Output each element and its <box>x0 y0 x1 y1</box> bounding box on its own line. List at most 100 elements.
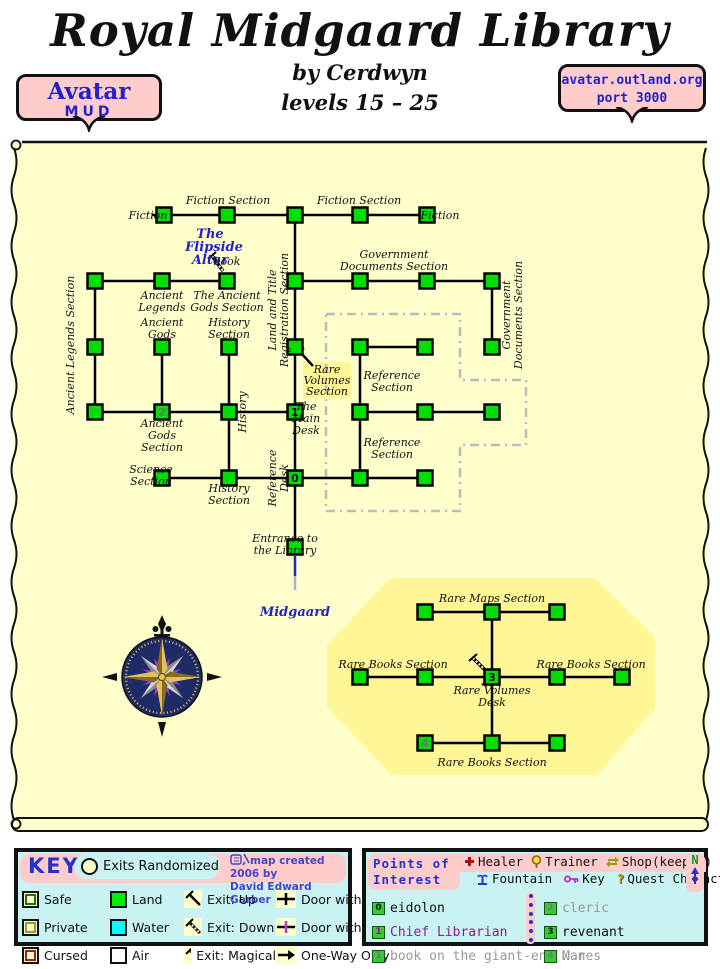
label-main-desk: Main <box>291 412 320 425</box>
level-range: levels 15 – 25 <box>281 90 439 115</box>
legend-healer: Healer <box>464 854 523 869</box>
label-fiction-section-2: Fiction Section <box>316 194 401 207</box>
label-history-hall: History <box>236 391 249 434</box>
label-history-section-bottom: History <box>207 482 250 495</box>
room-number-chip: 4 <box>544 949 557 963</box>
rare-volumes-desk-number: 3 <box>488 671 496 684</box>
room-number-chip: 1 <box>372 949 385 963</box>
label-entrance: Entrance to <box>251 532 318 545</box>
label-ancient-gods: Gods <box>148 328 176 341</box>
map-author: by Cerdwyn <box>292 60 428 85</box>
poi-entry-label: revenant <box>562 924 625 940</box>
air-room-icon <box>110 946 127 964</box>
legend-fountain: Fountain <box>476 871 552 886</box>
key-item-label: Air <box>132 947 150 963</box>
key-item-label: Water <box>132 919 169 935</box>
label-book-exit: book <box>214 255 241 268</box>
healer-icon <box>465 857 474 866</box>
compass-ornaments <box>102 615 222 737</box>
main-desk-number: 1 <box>291 406 299 419</box>
label-rare-books-bottom: Rare Books Section <box>436 756 546 769</box>
label-land-and-title: Registration Section <box>278 253 291 368</box>
label-history-section-top: Section <box>208 328 250 341</box>
cursed-room-icon <box>22 946 39 964</box>
reference-desk-number: 0 <box>291 472 299 485</box>
label-ancient-gods-section: Ancient <box>140 417 184 430</box>
reference-area-dashed-border <box>324 312 528 513</box>
poi-entry-revenant: 3 revenant <box>544 920 625 944</box>
label-ancient-legends-section: Ancient Legends Section <box>64 276 77 416</box>
key-item-land: Land <box>110 890 184 908</box>
legend-label: Healer <box>478 854 524 869</box>
label-science-section: Science <box>129 463 173 476</box>
room-numbers: 1 0 2 3 4 <box>158 406 496 750</box>
poi-title-line-1: Points of <box>373 856 450 871</box>
label-ancient-gods-section: Section <box>141 441 183 454</box>
label-history-section-bottom: Section <box>208 494 250 507</box>
label-midgaard: Midgaard <box>259 605 330 620</box>
key-item-cursed: Cursed <box>22 946 110 964</box>
poi-legend-row-1: Healer Trainer Shop(keeper) $ Bank(er) <box>464 854 720 869</box>
label-flipside-altar: Altar <box>190 253 229 268</box>
legend-label: Quest Character/Item <box>627 871 720 886</box>
credit-line-1: map created 2006 by <box>230 855 325 880</box>
key-icon <box>564 875 579 883</box>
label-rare-maps-section: Rare Maps Section <box>438 592 545 605</box>
key-item-label: Safe <box>44 891 72 907</box>
room-number-chip: 0 <box>372 901 385 915</box>
exits-randomized-label: Exits Randomized <box>103 859 220 874</box>
label-reference-section-1: Reference <box>363 369 421 382</box>
compass-star <box>123 638 201 716</box>
room-number-chip: 1 <box>372 925 385 939</box>
room-number-chip: 3 <box>544 925 557 939</box>
key-item-label: Private <box>44 919 88 935</box>
page-title: Royal Midgaard Library <box>50 4 670 57</box>
label-ancient-gods: Ancient <box>140 316 184 329</box>
server-port: port 3000 <box>596 91 668 106</box>
label-science-section: Section <box>130 475 172 488</box>
label-rare-books-right: Rare Books Section <box>535 658 645 671</box>
label-the-ancient-gods-section: Gods Section <box>190 301 263 314</box>
legend-label: Fountain <box>492 871 553 886</box>
shop-icon <box>605 856 619 867</box>
label-rare-volumes-section: Section <box>306 385 348 398</box>
key-item-air: Air <box>110 946 184 964</box>
book-exit-down-icon <box>207 251 225 273</box>
label-flipside-altar: Flipside <box>184 240 243 255</box>
label-rare-volumes-desk: Desk <box>477 696 506 709</box>
exits-randomized-icon <box>81 858 98 875</box>
label-rare-volumes-section: Volumes <box>304 374 351 387</box>
door-without-lock-icon <box>276 890 296 908</box>
label-the-ancient-gods-section: The Ancient <box>193 289 261 302</box>
poi-title: Points of Interest <box>368 854 460 890</box>
poi-entries-right: 2 cleric 3 revenant 4 Manes <box>544 896 625 968</box>
room-number-chip: 2 <box>544 901 557 915</box>
label-govt-docs-top: Documents Section <box>339 260 448 273</box>
key-item-label: Cursed <box>44 947 88 963</box>
private-room-icon <box>22 918 39 936</box>
map-labels: Fiction Fiction Section Fiction Section … <box>64 194 646 769</box>
key-legend-grid: Safe Land Exit: Up Door without Lock Pri… <box>22 885 415 969</box>
quest-icon: ? <box>616 871 625 886</box>
avatar-mud-badge: Avatar MUD <box>16 74 162 132</box>
legend-label: Trainer <box>545 854 598 869</box>
label-fiction-section-1: Fiction Section <box>185 194 270 207</box>
legend-quest: ? Quest Character/Item <box>617 871 720 886</box>
fountain-icon <box>477 874 488 885</box>
key-item-exit-down: Exit: Down <box>184 918 276 936</box>
label-govt-docs-right: Government <box>500 280 513 350</box>
key-item-water: Water <box>110 918 184 936</box>
north-indicator: N <box>686 854 704 892</box>
key-item-label: Land <box>132 891 163 907</box>
label-ancient-legends: Legends <box>137 301 185 314</box>
label-reference-desk: Desk <box>278 464 291 493</box>
key-item-label: Exit: Down <box>207 919 275 935</box>
key-title: KEY <box>28 854 80 878</box>
label-flipside-altar: The <box>196 227 223 242</box>
key-item-exit-up: Exit: Up <box>184 890 276 908</box>
key-item-private: Private <box>22 918 110 936</box>
points-of-interest-panel: Points of Interest Healer Trainer Shop(k… <box>362 848 720 964</box>
poi-legend-row-2: Fountain Key ? Quest Character/Item <box>476 871 720 886</box>
north-label: N <box>691 853 699 867</box>
label-reference-section-1: Section <box>371 381 413 394</box>
